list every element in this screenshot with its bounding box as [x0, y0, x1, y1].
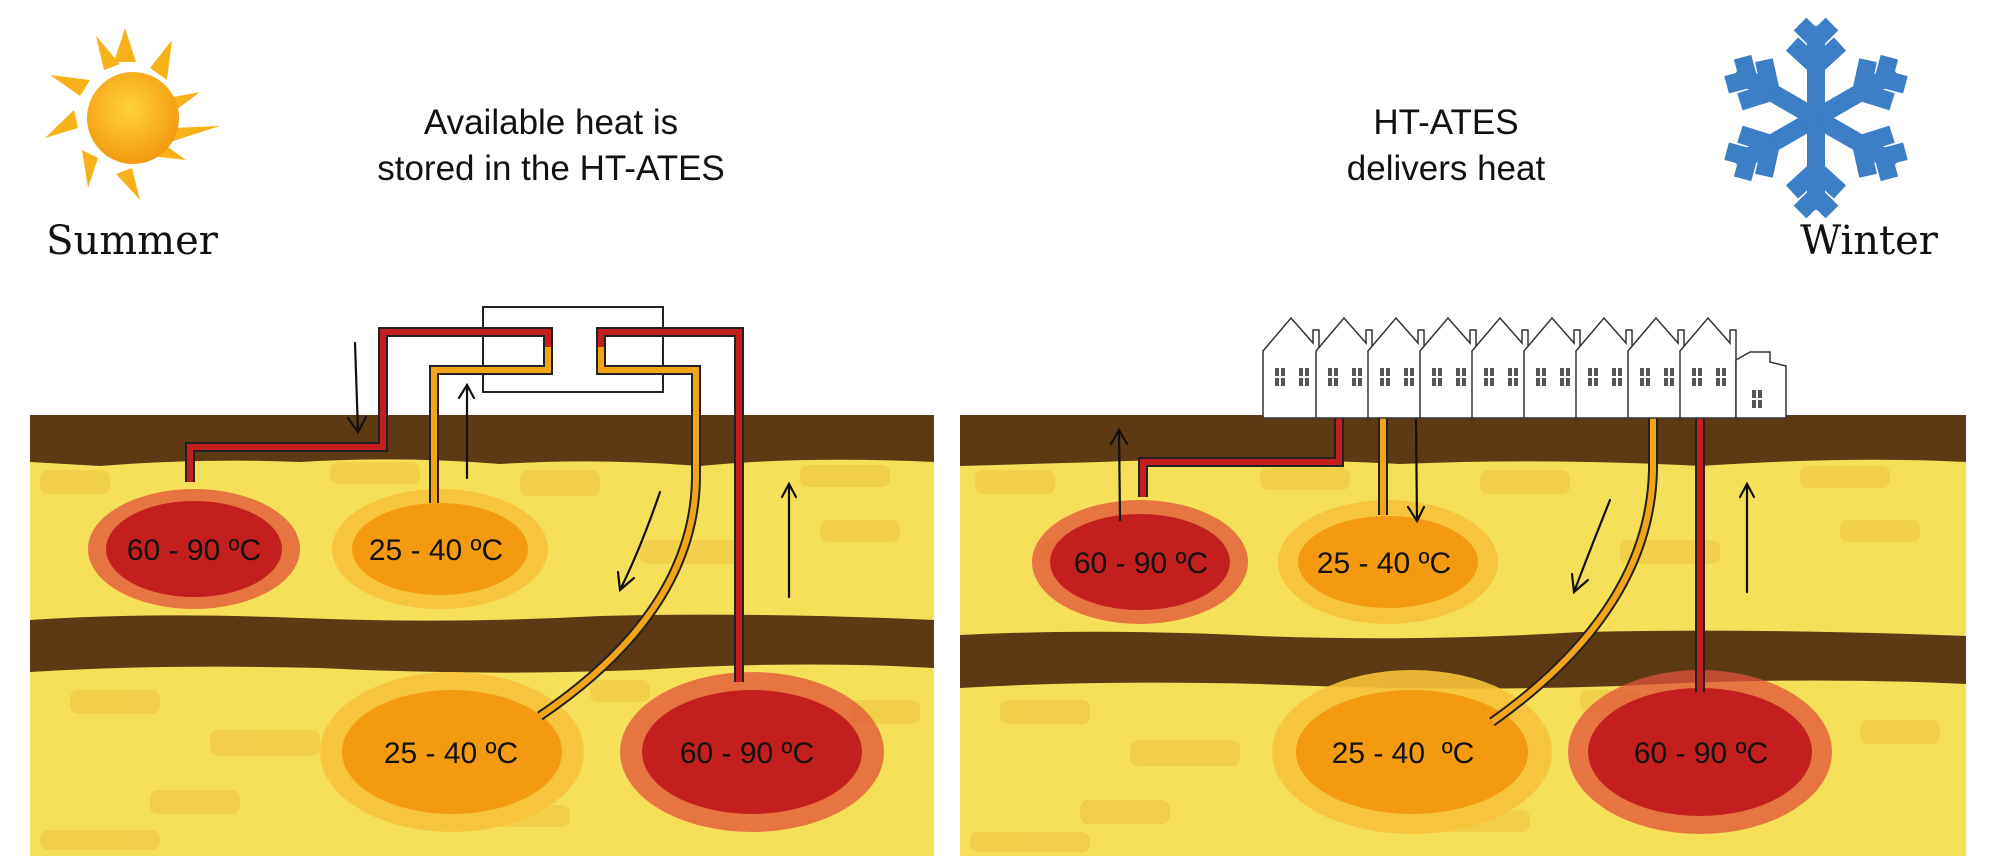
winter-flow-arrows [1109, 418, 1756, 595]
summer-warm-zone-1 [332, 489, 548, 609]
summer-warm-zone-2 [320, 672, 584, 832]
summer-middle-soil [30, 614, 934, 673]
summer-flow-arrows [346, 341, 798, 599]
winter-zone-label-2: 25 - 40 ºC [1317, 547, 1451, 580]
summer-top-soil [30, 415, 934, 466]
winter-zone-label-3: 25 - 40 ºC [1332, 737, 1475, 770]
winter-panel: Winter HT-ATES delivers heat 60 - 90 ºC … [960, 17, 1966, 856]
summer-hot-zone-1 [88, 489, 300, 609]
heat-exchanger-box [482, 306, 664, 393]
sun-icon [45, 28, 220, 200]
summer-zone-label-2: 25 - 40 ºC [369, 534, 503, 567]
summer-hot-zone-2 [620, 672, 884, 832]
summer-label: Summer [46, 218, 219, 264]
summer-zone-label-4: 60 - 90 ºC [680, 737, 814, 770]
winter-label: Winter [1800, 218, 1939, 264]
houses-icon [1262, 317, 1787, 419]
winter-top-soil [960, 415, 1966, 466]
winter-warm-zone-2 [1272, 670, 1552, 834]
summer-caption-line-1: Available heat is [424, 103, 678, 142]
winter-caption-line-2: delivers heat [1347, 149, 1546, 188]
winter-zone-label-4: 60 - 90 ºC [1634, 737, 1768, 770]
winter-caption-line-1: HT-ATES [1373, 103, 1518, 142]
snowflake-icon [1723, 17, 1910, 212]
summer-zone-label-3: 25 - 40 ºC [384, 737, 518, 770]
summer-pipes [185, 327, 744, 721]
summer-zone-label-1: 60 - 90 ºC [127, 534, 261, 567]
winter-hot-zone-2 [1568, 670, 1832, 834]
summer-panel: Summer Available heat is stored in the H… [30, 28, 934, 856]
winter-warm-zone-1 [1278, 500, 1498, 624]
winter-hot-zone-1 [1032, 500, 1248, 624]
summer-caption-line-2: stored in the HT-ATES [377, 149, 725, 188]
winter-pipes [1138, 418, 1705, 727]
winter-zone-label-1: 60 - 90 ºC [1074, 547, 1208, 580]
